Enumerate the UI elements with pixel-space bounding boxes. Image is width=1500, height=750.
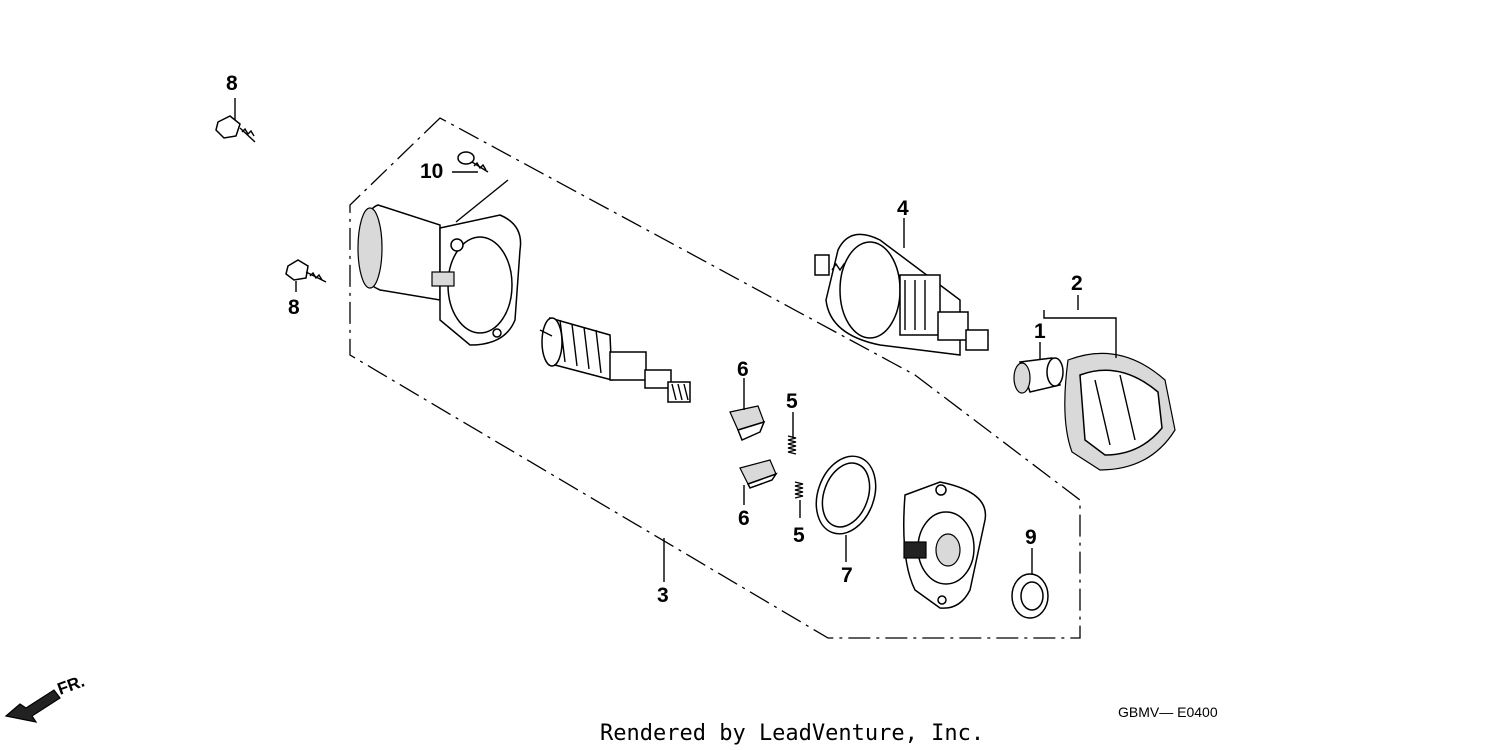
brush-spring-upper [787,435,797,455]
callout-5-upper: 5 [786,390,798,413]
callout-2: 2 [1071,272,1083,295]
brush-spring-lower [794,481,804,499]
callout-1: 1 [1034,320,1046,343]
credit-text: Rendered by LeadVenture, Inc. [600,721,984,746]
armature [539,316,691,403]
assembly-outline [349,117,1081,639]
callout-3: 3 [657,584,669,607]
oil-seal [1011,573,1049,619]
front-direction-arrow-icon [4,689,61,723]
callout-8-lower: 8 [288,296,300,319]
end-cover [903,481,987,609]
callout-4: 4 [897,197,909,220]
callout-5-lower: 5 [793,524,805,547]
brush-upper [729,405,766,442]
callout-9: 9 [1025,526,1037,549]
starter-drive-gear [814,233,989,356]
front-direction-label: FR. [55,672,87,699]
o-ring [815,455,877,535]
callout-10: 10 [420,160,443,183]
brush-lower [739,459,778,489]
flange-bolt-lower [285,259,327,292]
callout-8-upper: 8 [226,72,238,95]
motor-housing [357,179,522,346]
starter-cover [1064,352,1176,471]
flange-bolt-upper [215,98,256,143]
callout-6-upper: 6 [737,358,749,381]
screw [452,151,489,173]
callout-6-lower: 6 [738,507,750,530]
bushing [1013,357,1064,394]
leader-2 [1043,310,1117,358]
diagram-code: GBMV— E0400 [1118,704,1218,720]
callout-7: 7 [841,564,853,587]
